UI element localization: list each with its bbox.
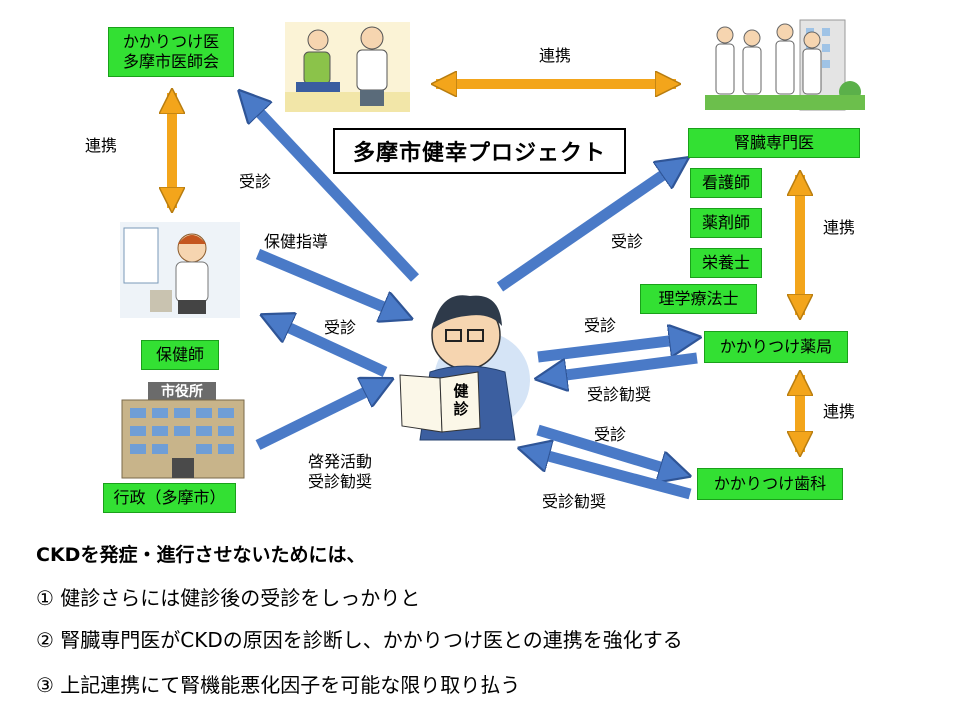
node-physiotherapist: 理学療法士 — [640, 284, 757, 314]
booklet-text: 健 診 — [453, 382, 469, 418]
label-link-right-upper: 連携 — [822, 218, 855, 237]
arrow-nurse-to-patient — [255, 248, 405, 316]
arrow-patient-to-doctor — [244, 96, 420, 282]
label-visit-nephrologist: 受診 — [610, 232, 643, 251]
notes-item-1: ① 健診さらには健診後の受診をしっかりと — [36, 586, 421, 610]
label-visit-dentist: 受診 — [593, 425, 626, 444]
node-family-pharmacy: かかりつけ薬局 — [704, 331, 848, 363]
label-recommend-pharmacy: 受診勧奨 — [586, 385, 651, 404]
city-hall-illustration — [121, 382, 245, 479]
project-title: 多摩市健幸プロジェクト — [333, 128, 626, 174]
node-family-dentist: かかりつけ歯科 — [697, 468, 843, 500]
node-dietitian: 栄養士 — [690, 248, 762, 278]
label-link-left: 連携 — [84, 136, 117, 155]
arrow-city-to-patient — [255, 382, 386, 450]
public-health-nurse-illustration — [120, 222, 240, 318]
patient-with-booklet-illustration — [399, 295, 530, 441]
label-visit-doctor: 受診 — [238, 172, 271, 191]
label-link-right-lower: 連携 — [822, 402, 855, 421]
doctor-patient-illustration — [285, 22, 410, 112]
node-city-government: 行政（多摩市） — [103, 483, 236, 513]
city-hall-sign: 市役所 — [161, 384, 203, 400]
arrow-patient-to-pharmacy — [537, 338, 693, 363]
node-pharmacist: 薬剤師 — [690, 208, 762, 238]
medical-team-illustration — [705, 19, 865, 111]
arrow-dentist-to-patient — [526, 450, 692, 500]
arrow-pharmacy-to-patient — [543, 352, 698, 378]
blue-arrows — [244, 96, 698, 500]
label-recommend-dentist: 受診勧奨 — [541, 492, 606, 511]
label-link-top: 連携 — [538, 46, 571, 65]
label-visit-nurse: 受診 — [323, 318, 356, 337]
label-health-guidance: 保健指導 — [263, 232, 328, 251]
arrow-patient-to-nephrologist — [496, 162, 682, 292]
node-nurse: 看護師 — [690, 168, 762, 198]
arrow-patient-to-nurse — [268, 318, 388, 377]
notes-heading: CKDを発症・進行させないためには、 — [36, 544, 366, 566]
node-nephrologist: 腎臓専門医 — [688, 128, 860, 158]
arrow-patient-to-dentist — [536, 424, 683, 474]
label-visit-pharmacy: 受診 — [583, 316, 616, 335]
orange-arrows — [172, 84, 800, 452]
notes-item-3: ③ 上記連携にて腎機能悪化因子を可能な限り取り払う — [36, 673, 521, 697]
node-public-health-nurse: 保健師 — [141, 340, 219, 370]
notes-item-2: ② 腎臓専門医がCKDの原因を診断し、かかりつけ医との連携を強化する — [36, 628, 683, 652]
label-awareness: 啓発活動 受診勧奨 — [307, 452, 372, 491]
node-family-doctor-association: かかりつけ医 多摩市医師会 — [108, 27, 234, 77]
